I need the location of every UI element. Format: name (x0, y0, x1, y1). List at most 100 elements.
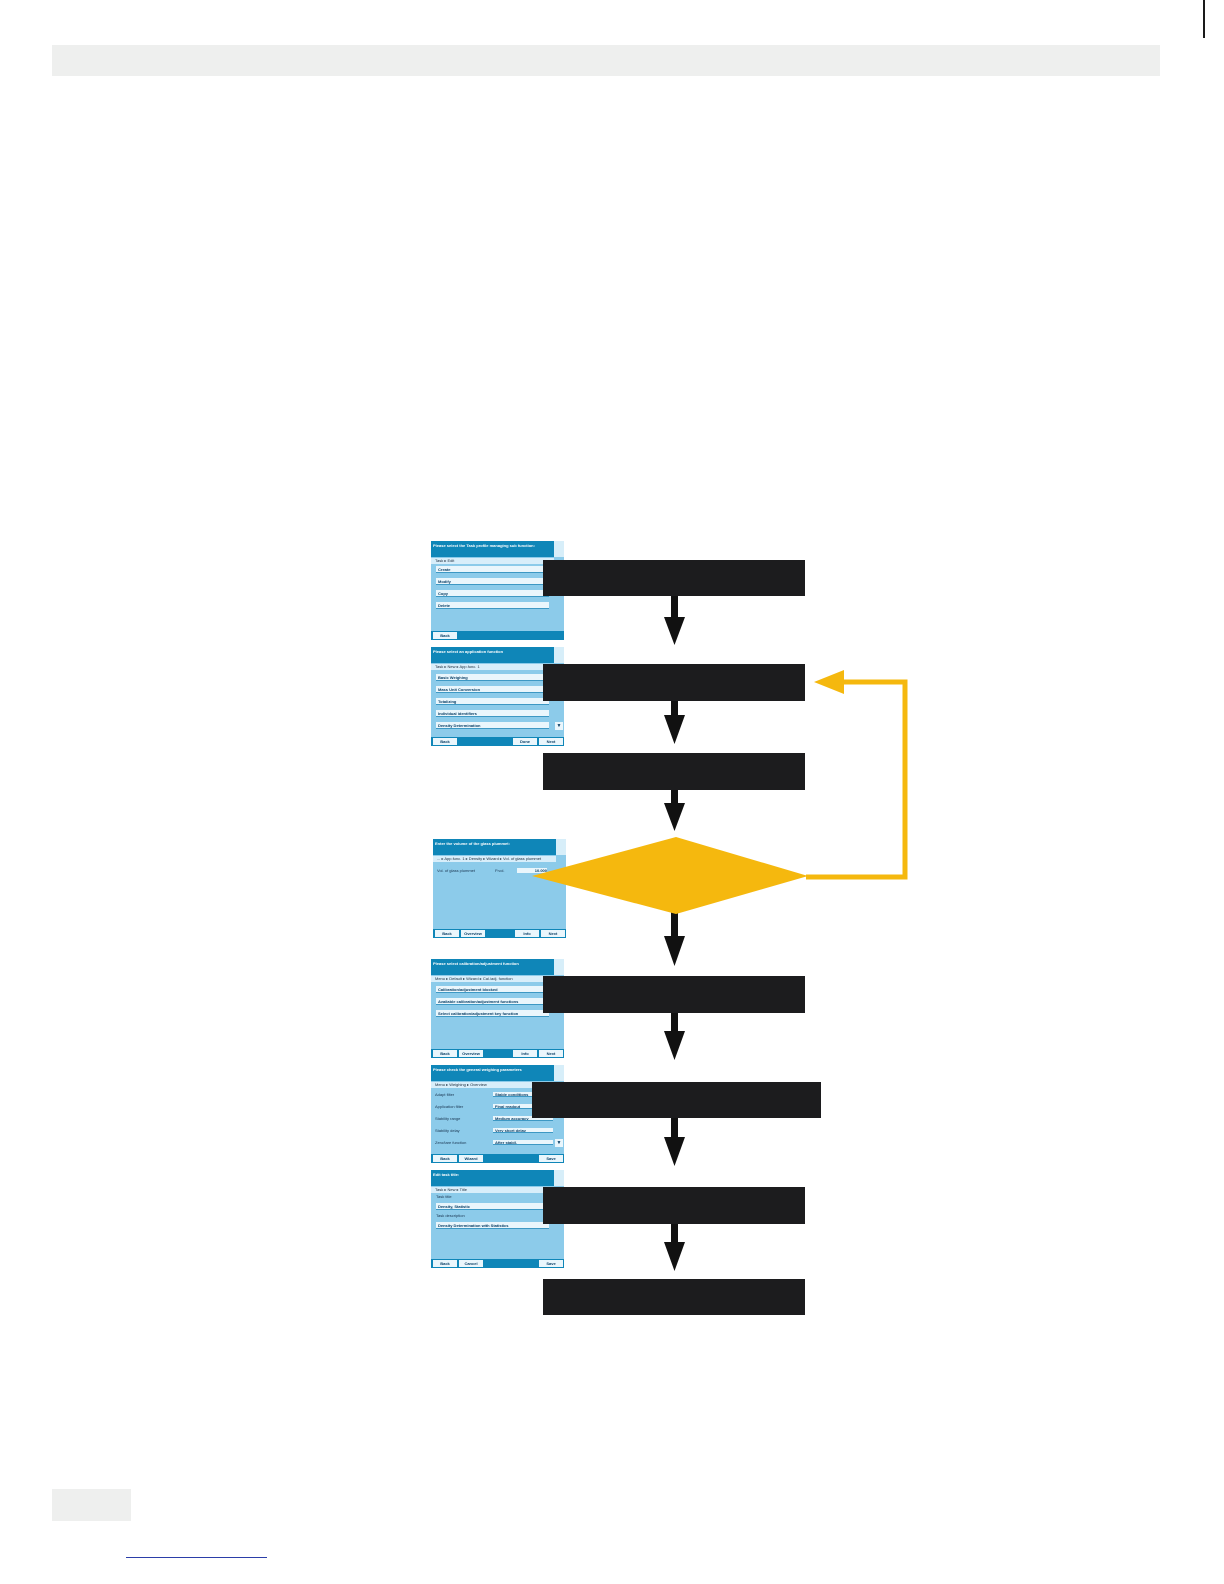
screen-status-icons (556, 839, 566, 855)
next-button[interactable]: Next (539, 738, 563, 745)
screen-title: Please check the general weighing parame… (431, 1065, 554, 1081)
param-label: Adapt filter (435, 1092, 455, 1097)
back-button[interactable]: Back (433, 1260, 457, 1267)
menu-item-modify[interactable]: Modify (436, 578, 549, 585)
param-label: Stability delay (435, 1128, 460, 1133)
overview-button[interactable]: Overview (461, 930, 485, 937)
task-title-label: Task title (436, 1194, 452, 1199)
menu-item-basic-weighing[interactable]: Basic Weighing (436, 674, 549, 681)
task-description-input[interactable]: Density Determination with Statistics (436, 1222, 549, 1229)
arrow-down-6 (664, 1118, 685, 1166)
param-row: Adapt filter Stable conditions (435, 1091, 555, 1098)
menu-item-delete[interactable]: Delete (436, 602, 549, 609)
screen-edit-task-title: Edit task title: Task ▸ New ▸ Title Task… (431, 1170, 564, 1268)
next-button[interactable]: Next (539, 1050, 563, 1057)
cancel-button[interactable]: Cancel (459, 1260, 483, 1267)
info-button[interactable]: Info (515, 930, 539, 937)
volume-label: Vol. of glass plummet (437, 868, 476, 873)
scroll-down-icon[interactable]: ▼ (555, 722, 563, 730)
param-value[interactable]: Stable conditions (493, 1092, 553, 1097)
arrow-down-7 (664, 1224, 685, 1271)
screen-status-icons (554, 647, 564, 663)
flow-step-1 (543, 560, 805, 596)
page-header-bar (52, 45, 1160, 76)
param-label: Stability range (435, 1116, 461, 1121)
screen-status-icons (554, 541, 564, 557)
save-button[interactable]: Save (539, 1155, 563, 1162)
scroll-down-icon[interactable]: ▼ (555, 1139, 563, 1147)
next-button[interactable]: Next (541, 930, 565, 937)
menu-item-individual-identifiers[interactable]: Individual identifiers (436, 710, 549, 717)
back-button[interactable]: Back (435, 930, 459, 937)
screen-application-function: Please select an application function Ta… (431, 647, 564, 746)
screen-status-icons (554, 959, 564, 975)
loop-back-arrowhead (814, 670, 844, 694)
wizard-button[interactable]: Wizard (459, 1155, 483, 1162)
flow-step-7 (543, 1279, 805, 1315)
footer-link-underline (126, 1557, 267, 1558)
decision-diamond (532, 837, 808, 914)
param-value[interactable]: After stabil. (493, 1140, 553, 1145)
screen-calibration-function: Please select calibration/adjustment fun… (431, 959, 564, 1058)
back-button[interactable]: Back (433, 738, 457, 745)
menu-item-mass-unit-conversion[interactable]: Mass Unit Conversion (436, 686, 549, 693)
menu-item-create[interactable]: Create (436, 566, 549, 573)
page-number-box (52, 1489, 131, 1521)
screen-title: Please select the Task profile managing … (431, 541, 554, 557)
softkey-bar: Back Cancel Save (431, 1259, 564, 1268)
flow-step-6 (543, 1187, 805, 1224)
task-title-input[interactable]: Density, Statistic (436, 1203, 549, 1210)
back-button[interactable]: Back (433, 1050, 457, 1057)
flow-step-3 (543, 753, 805, 790)
param-label: Zero/tare function (435, 1140, 467, 1145)
back-button[interactable]: Back (433, 632, 457, 639)
menu-item-calibration-key-function[interactable]: Select calibration/adjustment key functi… (436, 1010, 549, 1017)
breadcrumb: Task ▸ New ▸ Title (431, 1187, 554, 1193)
menu-item-density-determination[interactable]: Density Determination (436, 722, 549, 729)
param-row: Stability delay Very short delay (435, 1127, 555, 1134)
arrow-down-4 (664, 912, 685, 966)
breadcrumb: ... ▸ App.func. 1 ▸ Density ▸ Wizard ▸ V… (433, 856, 556, 862)
screen-status-icons (554, 1170, 564, 1186)
param-label: Application filter (435, 1104, 464, 1109)
arrow-down-5 (664, 1013, 685, 1060)
param-value[interactable]: Medium accuracy (493, 1116, 553, 1121)
back-button[interactable]: Back (433, 1155, 457, 1162)
page-edge-rule (1203, 0, 1205, 38)
overview-button[interactable]: Overview (459, 1050, 483, 1057)
softkey-bar: Back (431, 631, 564, 640)
breadcrumb: Task ▸ New ▸ App.func. 1 (431, 664, 554, 670)
param-value[interactable]: Very short delay (493, 1128, 553, 1133)
flow-step-2 (543, 664, 805, 701)
param-value[interactable]: Final readout (493, 1104, 553, 1109)
param-row: Zero/tare function After stabil. (435, 1139, 555, 1146)
screen-title: Enter the volume of the glass plummet: (433, 839, 556, 855)
menu-item-calibration-blocked[interactable]: Calibration/adjustment blocked (436, 986, 549, 993)
breadcrumb: Menu ▸ Default ▸ Wizard ▸ Cal./adj. func… (431, 976, 554, 982)
save-button[interactable]: Save (539, 1260, 563, 1267)
flow-step-4 (543, 976, 805, 1013)
param-row: Stability range Medium accuracy (435, 1115, 555, 1122)
breadcrumb: Task ▸ Edit (431, 558, 554, 564)
volume-input[interactable]: 10.000 (517, 868, 547, 873)
menu-item-copy[interactable]: Copy (436, 590, 549, 597)
arrow-down-1 (664, 596, 685, 645)
softkey-bar: Back Overview Info Next (433, 929, 566, 938)
arrow-down-2 (664, 701, 685, 744)
screen-status-icons (554, 1065, 564, 1081)
menu-item-totalizing[interactable]: Totalizing (436, 698, 549, 705)
menu-item-available-calibration[interactable]: Available calibration/adjustment functio… (436, 998, 549, 1005)
screen-task-profile: Please select the Task profile managing … (431, 541, 564, 640)
softkey-bar: Back Done Next (431, 737, 564, 746)
info-button[interactable]: Info (513, 1050, 537, 1057)
done-button[interactable]: Done (513, 738, 537, 745)
arrow-down-3 (664, 790, 685, 831)
loop-back-line (806, 679, 908, 880)
volume-row: Vol. of glass plummet P.vol. 10.000 (437, 867, 557, 874)
screen-glass-plummet-volume: Enter the volume of the glass plummet: .… (433, 839, 566, 938)
breadcrumb: Menu ▸ Weighing ▸ Overview (431, 1082, 554, 1088)
softkey-bar: Back Overview Info Next (431, 1049, 564, 1058)
screen-title: Please select an application function (431, 647, 554, 663)
softkey-bar: Back Wizard Save (431, 1154, 564, 1163)
